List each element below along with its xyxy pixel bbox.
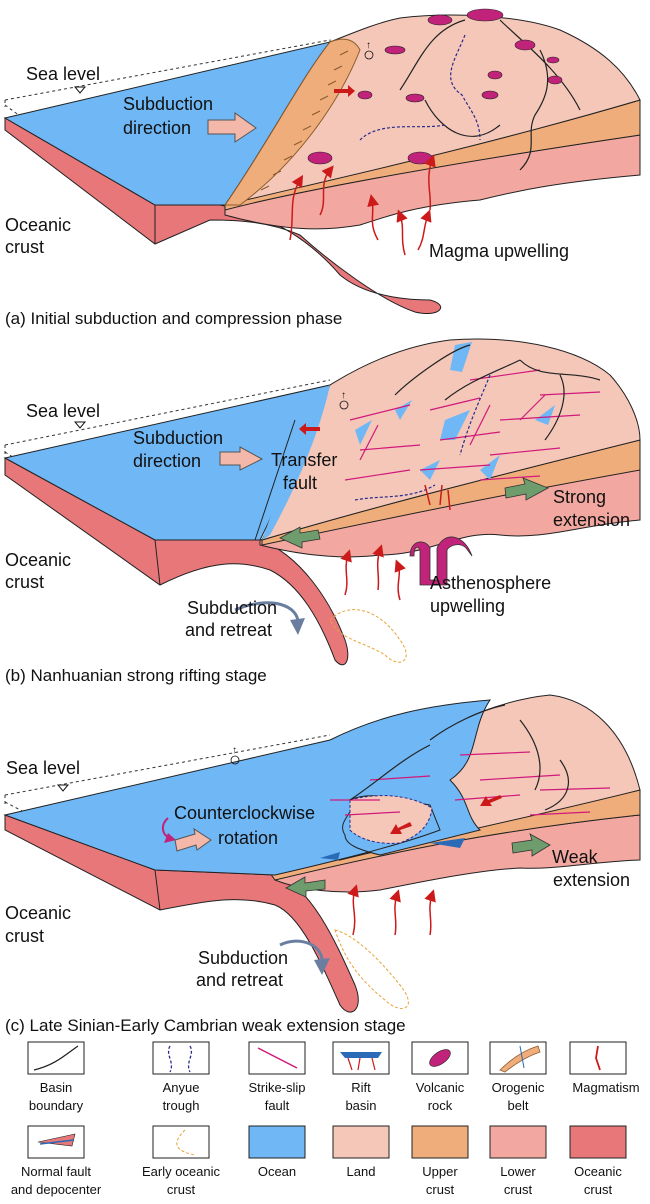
- panel-c: ↑ Sea level Counterclockwise rotation Oc…: [3, 694, 641, 1035]
- panel-c-retreat-1: Subduction: [198, 948, 288, 968]
- panel-a-subduction-2: direction: [123, 118, 191, 138]
- legend-label: crust: [426, 1182, 455, 1197]
- panel-b-extension-1: Strong: [553, 487, 606, 507]
- panel-b-oceanic-2: crust: [5, 572, 44, 592]
- panel-b-subduction-2: direction: [133, 451, 201, 471]
- panel-b-subduction-1: Subduction: [133, 428, 223, 448]
- legend-label: crust: [504, 1182, 533, 1197]
- anyue-trough-icon: [167, 1045, 193, 1073]
- legend-label: and depocenter: [11, 1182, 102, 1197]
- legend-label: Normal fault: [21, 1164, 91, 1179]
- panel-b-transfer-1: Transfer: [271, 450, 337, 470]
- volcanic-rock-icon: [429, 1049, 451, 1067]
- legend-label: Lower: [500, 1164, 536, 1179]
- orogenic-belt: [224, 38, 361, 206]
- panel-a-sea-level: Sea level: [26, 64, 100, 84]
- panel-a-caption: (a) Initial subduction and compression p…: [5, 309, 342, 328]
- legend-label: Rift: [351, 1080, 371, 1095]
- panel-c-caption: (c) Late Sinian-Early Cambrian weak exte…: [5, 1016, 406, 1035]
- magmatism-icon: [595, 1045, 601, 1071]
- panel-a-oceanic-2: crust: [5, 237, 44, 257]
- legend-label: fault: [265, 1098, 290, 1113]
- panel-c-oceanic-2: crust: [5, 926, 44, 946]
- legend: Basin boundary Anyue trough Strike-slip …: [11, 1041, 640, 1197]
- upper-crust-swatch-icon: [411, 1125, 469, 1159]
- panel-b-oceanic-1: Oceanic: [5, 550, 71, 570]
- legend-label: Magmatism: [572, 1080, 639, 1095]
- legend-label: basin: [345, 1098, 376, 1113]
- legend-label: Strike-slip: [248, 1080, 305, 1095]
- legend-label: Volcanic: [416, 1080, 465, 1095]
- legend-label: Anyue: [163, 1080, 200, 1095]
- legend-label: Land: [347, 1164, 376, 1179]
- legend-label: Ocean: [258, 1164, 296, 1179]
- panel-b-caption: (b) Nanhuanian strong rifting stage: [5, 666, 267, 685]
- legend-label: Early oceanic: [142, 1164, 221, 1179]
- panel-a: ↑ Sea level Subduction direction Oceanic…: [3, 8, 641, 328]
- panel-b-transfer-2: fault: [283, 473, 317, 493]
- panel-b-astheno-1: Asthenosphere: [430, 573, 551, 593]
- legend-label: crust: [167, 1182, 196, 1197]
- panel-a-magma: Magma upwelling: [429, 241, 569, 261]
- legend-label: Basin: [40, 1080, 73, 1095]
- legend-label: boundary: [29, 1098, 84, 1113]
- lower-crust-swatch-icon: [489, 1125, 547, 1159]
- strike-slip-fault-icon: [257, 1047, 298, 1069]
- panel-b-retreat-2: and retreat: [185, 620, 272, 640]
- svg-text:↑: ↑: [232, 745, 237, 756]
- svg-text:↑: ↑: [341, 390, 346, 401]
- panel-c-extension-2: extension: [553, 870, 630, 890]
- legend-label: Upper: [422, 1164, 458, 1179]
- panel-b: ↑ Sea level Subduction direction Transfe…: [3, 338, 641, 685]
- basin-boundary-icon: [33, 1045, 79, 1071]
- legend-label: Oceanic: [574, 1164, 622, 1179]
- panel-a-subduction-1: Subduction: [123, 94, 213, 114]
- panel-c-rotation-1: Counterclockwise: [174, 803, 315, 823]
- panel-c-oceanic-1: Oceanic: [5, 903, 71, 923]
- ocean-swatch-icon: [248, 1125, 306, 1159]
- panel-a-oceanic-1: Oceanic: [5, 215, 71, 235]
- legend-label: Orogenic: [492, 1080, 545, 1095]
- oceanic-crust-body: [4, 117, 442, 314]
- panel-c-sea-level: Sea level: [6, 758, 80, 778]
- panel-b-astheno-2: upwelling: [430, 596, 505, 616]
- early-oceanic-crust-icon: [176, 1129, 196, 1156]
- legend-label: trough: [163, 1098, 200, 1113]
- legend-label: crust: [584, 1182, 613, 1197]
- legend-label: belt: [508, 1098, 529, 1113]
- legend-label: rock: [428, 1098, 453, 1113]
- orogenic-belt-icon: [499, 1045, 541, 1073]
- panel-b-sea-level: Sea level: [26, 401, 100, 421]
- svg-text:↑: ↑: [366, 40, 371, 51]
- normal-fault-icon: [37, 1133, 76, 1147]
- rift-basin-icon: [340, 1052, 382, 1071]
- land-swatch-icon: [332, 1125, 390, 1159]
- panel-c-extension-1: Weak: [552, 847, 599, 867]
- panel-c-retreat-2: and retreat: [196, 970, 283, 990]
- panel-b-retreat-1: Subduction: [187, 598, 277, 618]
- oceanic-crust-swatch-icon: [569, 1125, 627, 1159]
- panel-c-rotation-2: rotation: [218, 828, 278, 848]
- panel-b-extension-2: extension: [553, 510, 630, 530]
